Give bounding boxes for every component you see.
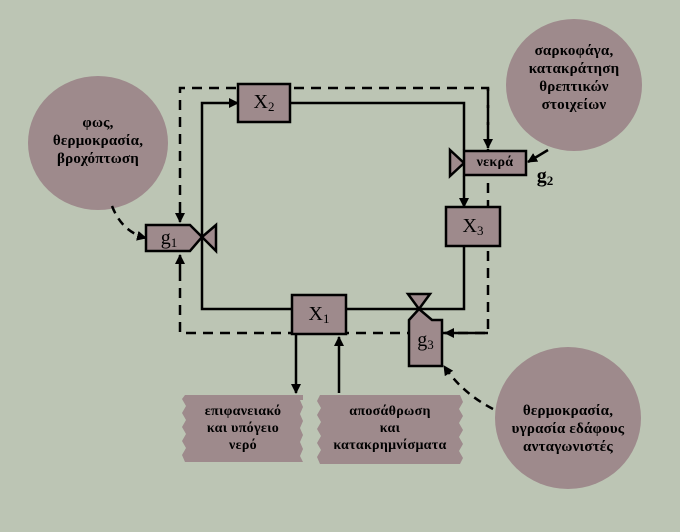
valve-g1-icon	[200, 222, 218, 255]
gate-g2-label: g2	[530, 164, 560, 189]
circle-carnivores	[506, 19, 642, 151]
g1-main: g	[160, 227, 171, 249]
flow-g1-to-x2	[200, 98, 239, 237]
gate-g3-label: g3	[409, 328, 442, 353]
g2-main: g	[536, 165, 547, 187]
valve-dead-icon	[448, 147, 466, 179]
box-x3	[444, 205, 502, 248]
x2-main: X	[253, 91, 268, 113]
text-line: υγρασία εδάφους	[511, 421, 625, 437]
dashed-loop-outer	[178, 86, 490, 335]
text-line: στοιχείων	[541, 97, 607, 113]
text-line: επιφανειακό	[204, 404, 282, 419]
text-line: και υπόγειο	[206, 420, 280, 436]
flow-x2-to-dead	[290, 101, 466, 150]
text-line: κατακράτηση	[528, 61, 620, 77]
text-line: νερό	[229, 437, 257, 453]
text-line: κατακρημνίσματα	[333, 437, 447, 453]
text-line: θερμοκρασία,	[52, 133, 144, 149]
x3-sub: 3	[476, 223, 484, 238]
influence-carnivores-to-g2	[527, 148, 549, 164]
g1-sub: 1	[170, 235, 178, 250]
x3-main: X	[462, 215, 477, 237]
box-x1-label: X1	[292, 302, 346, 327]
circle-soil-text: θερμοκρασία, υγρασία εδάφους ανταγωνιστέ…	[486, 402, 650, 456]
box-x3-label: X3	[446, 214, 500, 239]
text-line: θερμοκρασία,	[522, 403, 614, 419]
box-x2-label: X2	[238, 90, 290, 115]
influence-soil-to-g3	[442, 365, 494, 411]
box-x2	[236, 82, 292, 124]
x2-sub: 2	[267, 99, 275, 114]
box-x1	[290, 293, 348, 336]
circle-soil-conditions	[495, 347, 641, 489]
note-weathering-shape	[317, 395, 463, 464]
circle-carnivores-text: σαρκοφάγα, κατακράτηση θρεπτικών στοιχεί…	[506, 42, 642, 114]
x1-main: X	[308, 303, 323, 325]
text-line: ανταγωνιστές	[523, 439, 613, 455]
text-line: φως,	[82, 115, 114, 131]
text-line: θρεπτικών	[539, 79, 609, 95]
note-weathering-text: αποσάθρωση και κατακρημνίσματα	[318, 404, 462, 454]
dead-label: νεκρά	[476, 155, 514, 170]
g2-sub: 2	[546, 173, 554, 188]
text-line: αποσάθρωση	[349, 404, 431, 419]
box-dead	[462, 149, 528, 177]
text-line: και	[379, 420, 401, 436]
text-line: βροχόπτωση	[56, 151, 140, 167]
influence-climate-to-g1	[110, 205, 147, 241]
x1-sub: 1	[322, 311, 330, 326]
gate-g3-shape	[407, 307, 444, 368]
flow-x1-to-g1	[200, 237, 292, 311]
circle-climate-text: φως, θερμοκρασία, βροχόπτωση	[28, 114, 168, 168]
note-water-text: επιφανειακό και υπόγειο νερό	[184, 404, 302, 454]
valve-g3-icon	[405, 292, 433, 312]
flow-x3-to-g3	[419, 246, 466, 311]
g3-main: g	[417, 329, 428, 351]
text-line: σαρκοφάγα,	[534, 43, 614, 59]
gate-g1-label: g1	[148, 226, 190, 251]
note-water-shape	[182, 395, 303, 462]
circle-climate	[28, 76, 168, 210]
gate-g1-shape	[144, 223, 204, 253]
g3-sub: 3	[427, 337, 434, 352]
